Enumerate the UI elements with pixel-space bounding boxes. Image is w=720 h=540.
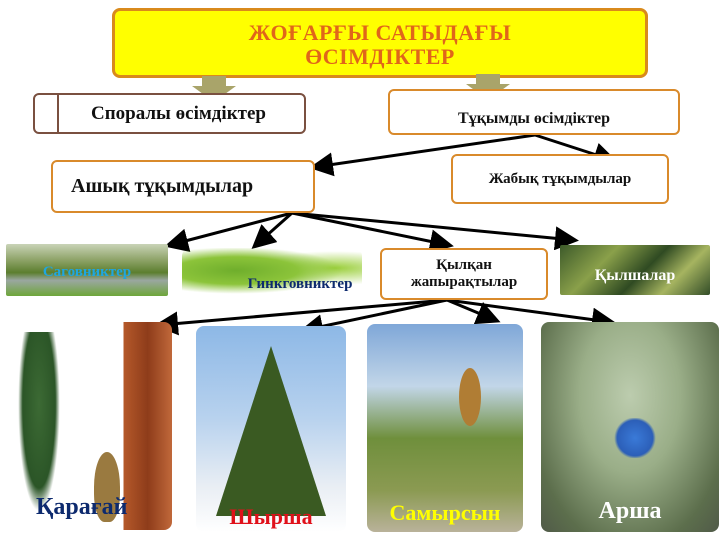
spruce-label: Шырша: [229, 504, 313, 529]
pine-cone-shape: [94, 452, 120, 522]
title-line-2: ӨСІМДІКТЕР: [305, 44, 455, 69]
spore-plants-box: Споралы өсімдіктер: [33, 93, 306, 134]
cedar-cone-shape: [459, 368, 481, 426]
pine-image: Қарағай: [10, 322, 172, 530]
title-box: ЖОҒАРҒЫ САТЫДАҒЫ ӨСІМДІКТЕР: [112, 8, 648, 78]
gymnosperms-label: Ашық тұқымдылар: [71, 175, 254, 197]
conifers-label: Қылқан жапырақтылар: [410, 257, 518, 290]
seed-plants-label: Тұқымды өсімдіктер: [458, 110, 610, 127]
conifers-box: Қылқан жапырақтылар: [380, 248, 548, 300]
angiosperms-box: Жабық тұқымдылар: [451, 154, 669, 204]
down-arrow-icon: [466, 74, 510, 100]
spruce-image: Шырша: [196, 326, 346, 532]
down-arrow-icon: [192, 76, 236, 102]
title-line-1: ЖОҒАРҒЫ САТЫДАҒЫ: [248, 20, 512, 45]
pine-tree-shape: [18, 332, 60, 512]
cycads-image: Саговниктер: [6, 244, 168, 296]
spore-plants-label: Споралы өсімдіктер: [91, 102, 266, 124]
ephedra-image: Қылшалар: [560, 245, 710, 295]
juniper-label: Арша: [598, 498, 662, 524]
cycads-label: Саговниктер: [42, 264, 132, 280]
cedar-image: Самырсын: [367, 324, 523, 532]
pine-label: Қарағай: [36, 494, 128, 520]
ephedra-label: Қылшалар: [594, 267, 676, 284]
cedar-label: Самырсын: [389, 500, 501, 525]
angiosperms-label: Жабық тұқымдылар: [488, 170, 632, 187]
ginkgo-image: Гинкговниктер: [182, 248, 362, 298]
box-divider: [57, 93, 59, 134]
juniper-image: Арша: [541, 322, 719, 532]
gymnosperms-box: Ашық тұқымдылар: [51, 160, 315, 213]
seed-plants-box: Тұқымды өсімдіктер: [388, 89, 680, 135]
spruce-tree-shape: [216, 346, 326, 516]
ginkgo-label: Гинкговниктер: [247, 276, 353, 292]
juniper-berries-shape: [613, 418, 657, 458]
